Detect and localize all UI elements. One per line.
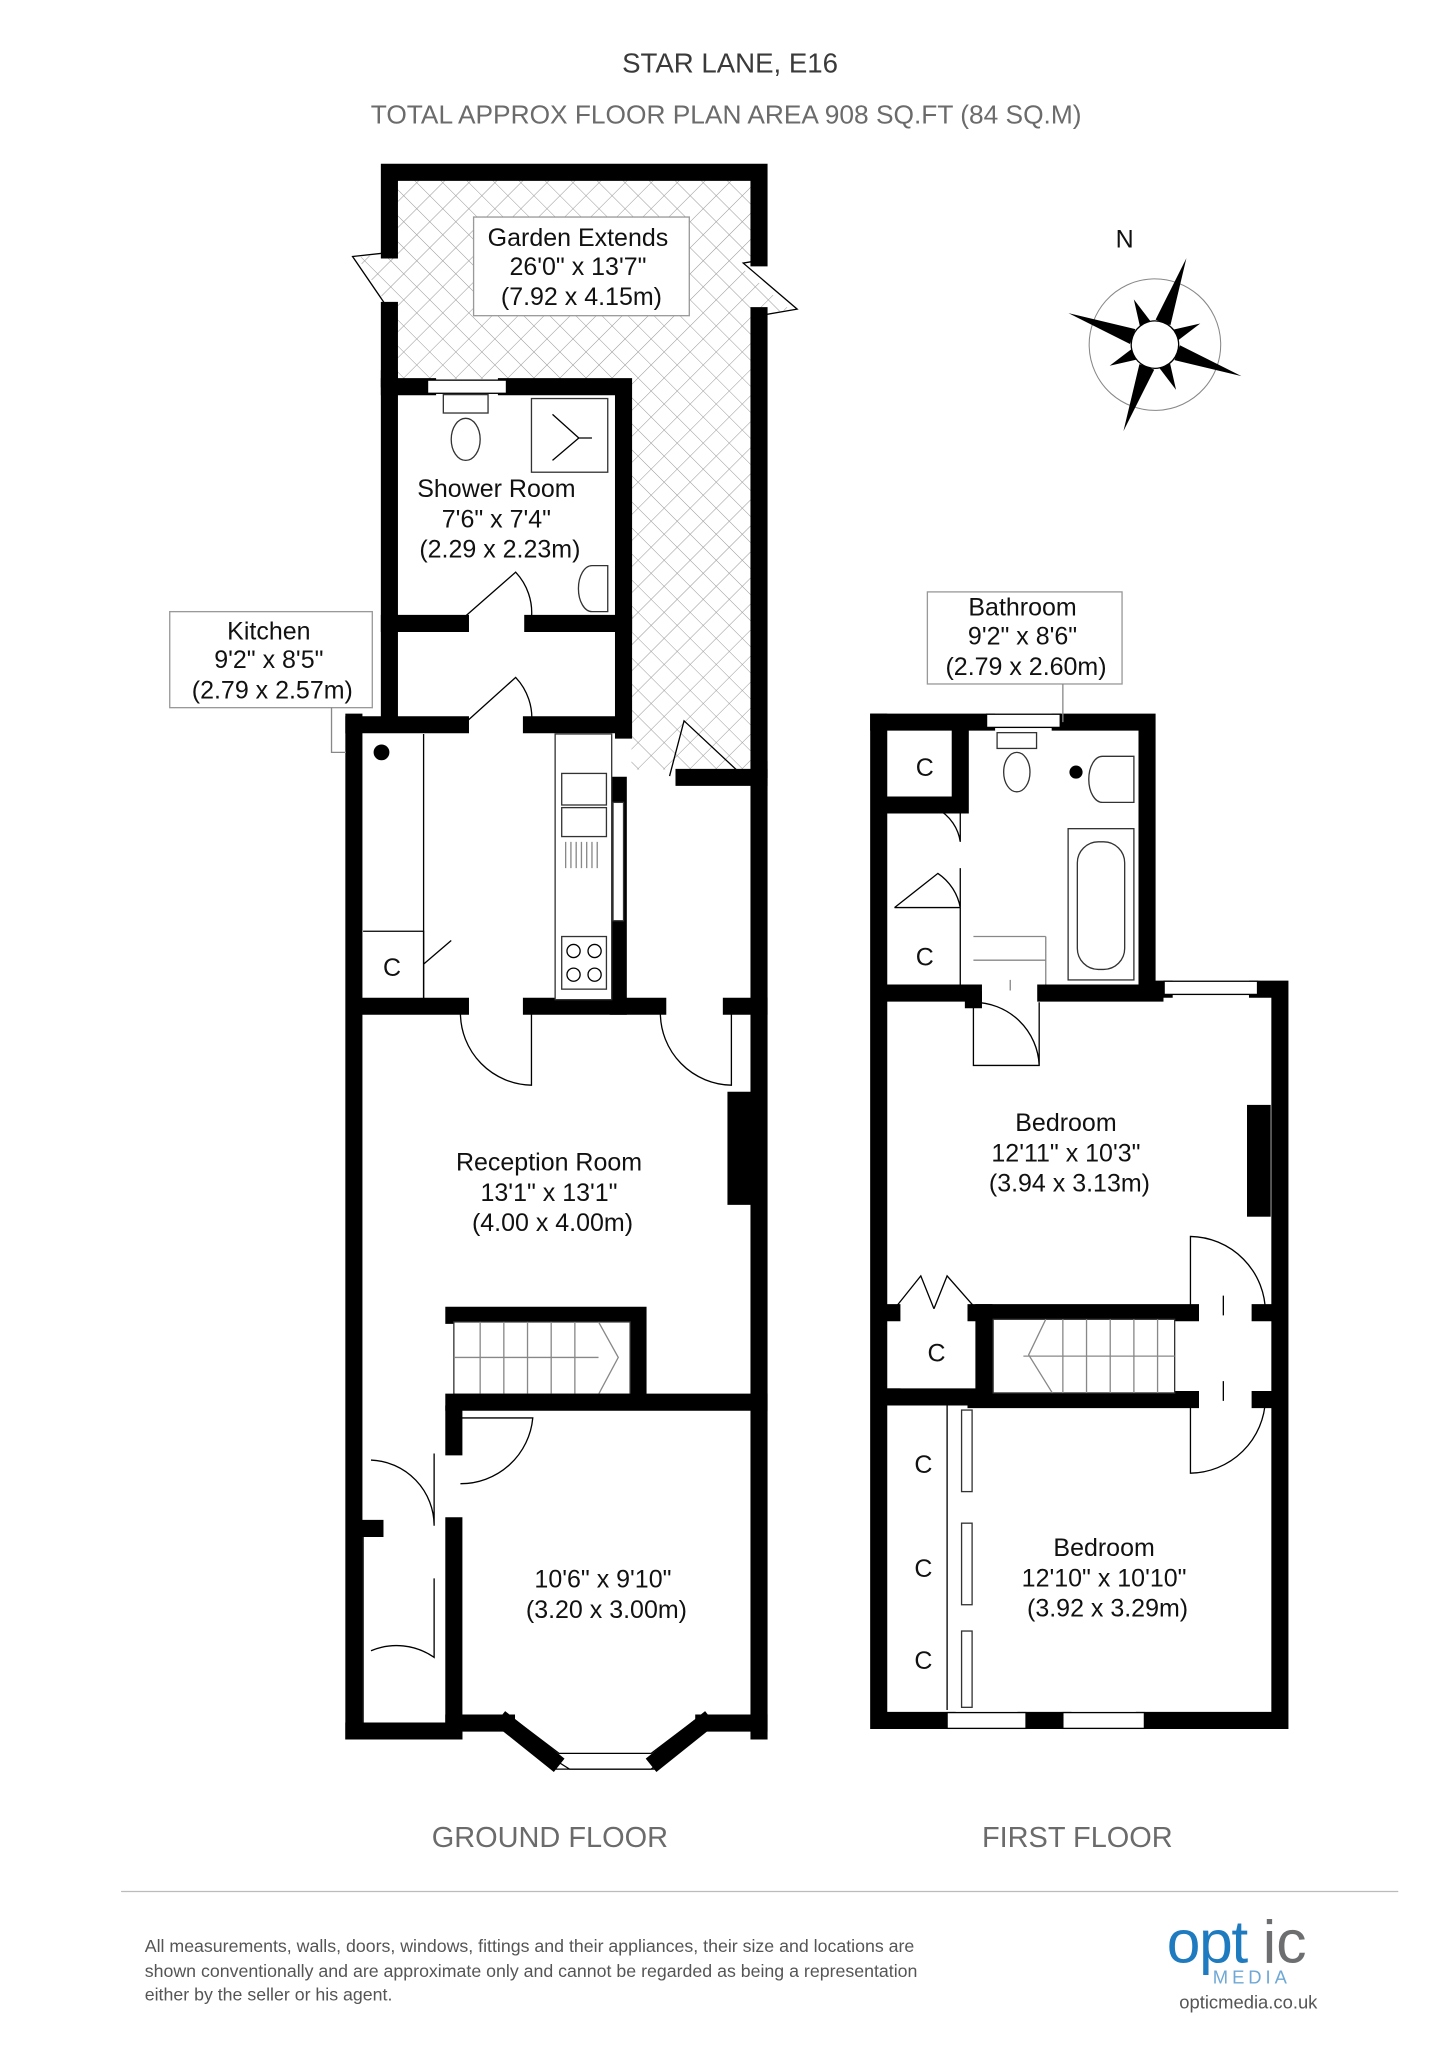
disclaimer-text: All measurements, walls, doors, windows,…	[145, 1936, 923, 2005]
plan-title: STAR LANE, E16	[622, 47, 838, 78]
boiler-icon	[373, 744, 390, 761]
svg-text:opt: opt	[1167, 1908, 1249, 1976]
cupboard-label: C	[916, 754, 934, 782]
first-floor-label: FIRST FLOOR	[982, 1822, 1173, 1854]
room-label-bedroom-2: Bedroom 12'10" x 10'10" (3.92 x 3.29m)	[1022, 1534, 1194, 1623]
plan-total-area: TOTAL APPROX FLOOR PLAN AREA 908 SQ.FT (…	[371, 100, 1082, 130]
door	[370, 1578, 435, 1659]
door	[462, 571, 533, 619]
toilet-icon	[442, 393, 489, 414]
optic-media-logo: opt ic MEDIA opticmedia.co.uk	[1167, 1908, 1318, 2013]
logo-url: opticmedia.co.uk	[1179, 1992, 1318, 2013]
window	[612, 801, 625, 922]
ground-floor-label: GROUND FLOOR	[432, 1822, 668, 1854]
window	[985, 713, 1061, 729]
sink-icon	[561, 772, 608, 806]
chimney-breast	[1247, 1104, 1271, 1217]
cupboard-label: C	[916, 943, 934, 971]
basin-icon	[1088, 755, 1135, 804]
room-label-front-room: 10'6" x 9'10" (3.20 x 3.00m)	[526, 1566, 687, 1624]
door	[459, 1012, 533, 1086]
cupboard-label: C	[914, 1451, 932, 1479]
room-label-bedroom-1: Bedroom 12'11" x 10'3" (3.94 x 3.13m)	[989, 1109, 1150, 1198]
window	[1163, 980, 1259, 996]
room-label-garden: Garden Extends 26'0" x 13'7" (7.92 x 4.1…	[488, 224, 676, 311]
window	[946, 1711, 1027, 1730]
chimney-breast	[727, 1091, 752, 1205]
cupboard-label: C	[928, 1339, 946, 1367]
door	[462, 676, 533, 726]
ground-floor-plan	[345, 163, 799, 1772]
hob-icon	[561, 935, 608, 990]
cupboard-label: C	[914, 1555, 932, 1583]
cupboard-label: C	[383, 954, 401, 982]
room-label-kitchen: Kitchen 9'2" x 8'5" (2.79 x 2.57m)	[192, 617, 353, 704]
door	[370, 1453, 435, 1526]
first-floor-plan	[870, 713, 1289, 1730]
garden-area	[357, 172, 790, 770]
cupboard-label: C	[914, 1647, 932, 1675]
door	[659, 1012, 733, 1086]
door	[460, 1417, 534, 1485]
door	[1189, 1235, 1267, 1313]
svg-text:MEDIA: MEDIA	[1213, 1967, 1291, 1988]
compass-north-label: N	[1116, 225, 1134, 253]
basin-icon	[577, 564, 609, 613]
room-label-reception: Reception Room 13'1" x 13'1" (4.00 x 4.0…	[456, 1149, 649, 1238]
compass-rose-icon	[1068, 258, 1242, 432]
svg-text:ic: ic	[1263, 1908, 1307, 1976]
toilet-icon	[996, 731, 1038, 750]
room-label-shower-room: Shower Room 7'6" x 7'4" (2.29 x 2.23m)	[417, 475, 582, 564]
room-label-bathroom: Bathroom 9'2" x 8'6" (2.79 x 2.60m)	[945, 594, 1106, 681]
shower-tray-icon	[530, 397, 609, 473]
window	[1062, 1711, 1146, 1730]
window	[426, 379, 508, 394]
door	[1189, 1399, 1267, 1474]
